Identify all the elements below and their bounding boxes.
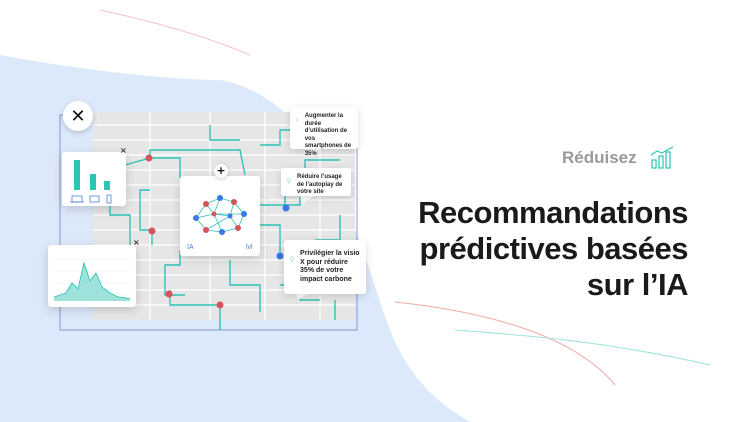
headline-line: prédictives basées: [419, 231, 689, 266]
close-icon[interactable]: ✕: [63, 101, 93, 131]
card-close-icon[interactable]: ×: [133, 238, 140, 247]
tip-card-smartphones[interactable]: Augmenter la durée d’utilisation de vos …: [290, 107, 358, 157]
card-close-icon[interactable]: ×: [120, 146, 127, 155]
eyebrow-text: Réduisez: [562, 148, 637, 167]
headline-line: sur l’IA: [586, 267, 689, 302]
headline: Recommandations prédictives basées sur l…: [418, 195, 688, 303]
tip-text: Privilégier la visio X pour réduire 35% …: [300, 250, 360, 283]
tip-card-visio[interactable]: Privilégier la visio X pour réduire 35% …: [284, 240, 366, 294]
eyebrow-row: Réduisez: [562, 143, 675, 173]
lightbulb-icon: [296, 118, 299, 122]
area-chart-icon: [53, 258, 131, 301]
bar-chart-icon: [70, 160, 112, 204]
growth-chart-icon: [650, 146, 673, 169]
level-label: lvl: [246, 244, 253, 251]
ai-label: IA: [187, 244, 194, 251]
bar-chart-card: ×: [62, 146, 127, 206]
tip-text: Réduire l’usage de l’autoplay de votre s…: [297, 174, 343, 195]
tip-card-autoplay[interactable]: Réduire l’usage de l’autoplay de votre s…: [281, 168, 351, 196]
area-chart-card: ×: [48, 238, 140, 307]
tip-text: Augmenter la durée d’utilisation de vos …: [304, 113, 352, 157]
headline-line: Recommandations: [418, 195, 688, 230]
ai-brain-card: + IA lvl: [180, 164, 260, 256]
neural-network-icon: [193, 195, 247, 235]
lightbulb-icon: [287, 178, 291, 184]
lightbulb-icon: [290, 256, 294, 262]
plus-icon[interactable]: +: [214, 164, 228, 178]
